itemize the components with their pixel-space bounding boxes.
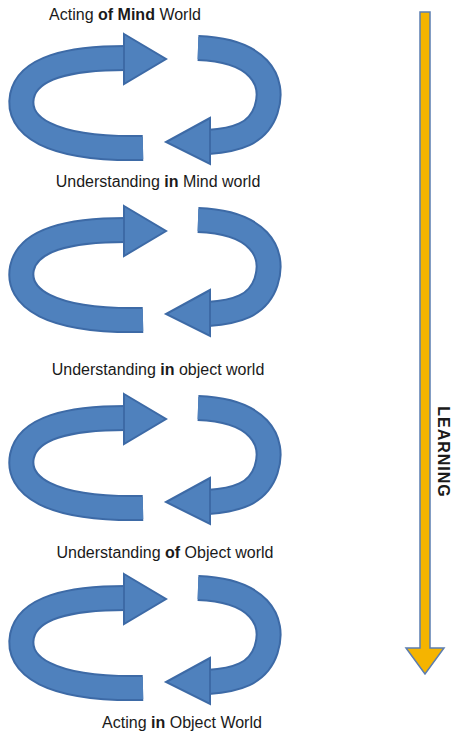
spiral-arrow — [21, 394, 268, 524]
spiral-arrow — [21, 206, 268, 336]
stage-label: Understanding in Mind world — [56, 172, 261, 192]
stage-label: Acting of Mind World — [49, 5, 201, 25]
stage-label: Acting in Object World — [102, 713, 262, 733]
axis-label: LEARNING — [433, 406, 453, 498]
stage-label: Understanding in object world — [52, 360, 265, 380]
stage-label: Understanding of Object world — [56, 543, 273, 563]
spiral-arrow — [21, 574, 268, 704]
spiral-arrow — [21, 34, 268, 164]
learning-arrow — [406, 12, 444, 674]
